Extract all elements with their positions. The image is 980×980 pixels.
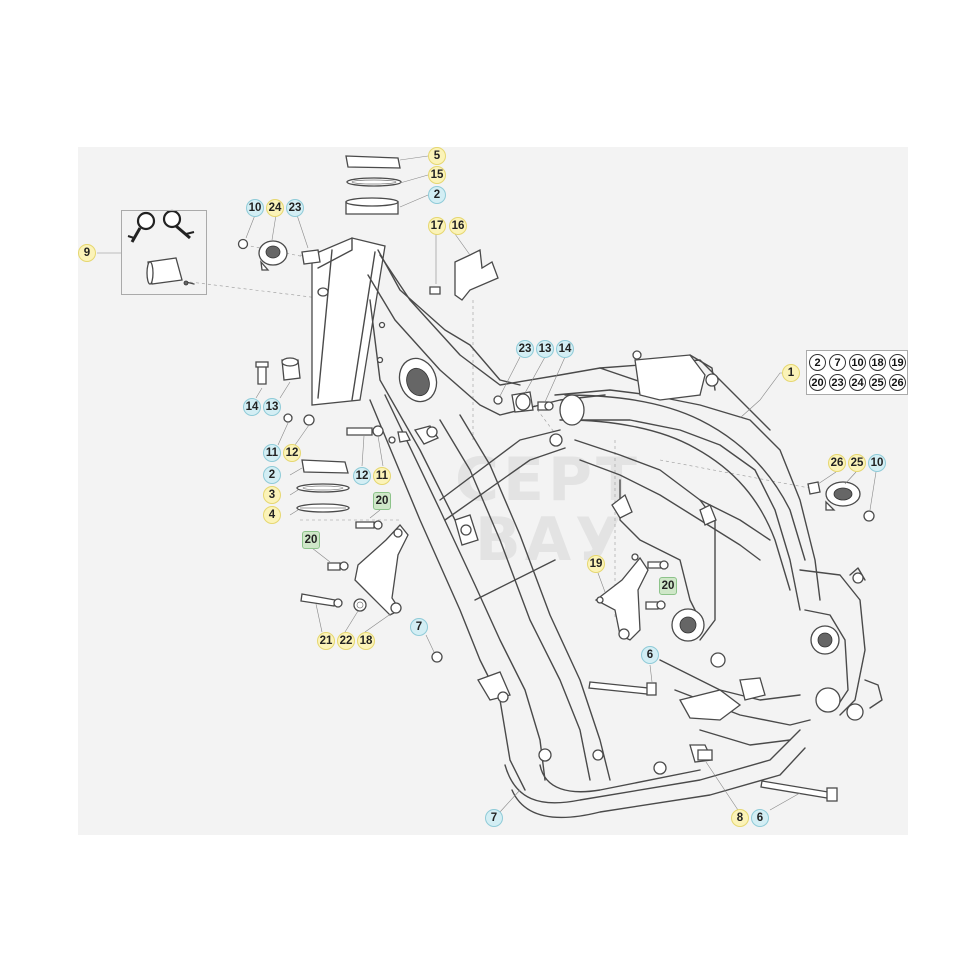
right-mount-parts [739,372,877,522]
watermark: СЕРТ ВАУ [455,445,637,575]
callout-12[interactable]: 12 [353,467,371,485]
kit-item: 24 [849,374,866,391]
kit-item: 23 [829,374,846,391]
callout-11[interactable]: 11 [373,467,391,485]
callout-20[interactable]: 20 [659,577,677,595]
callout-21[interactable]: 21 [317,632,335,650]
keys-icon [127,209,195,243]
callout-20[interactable]: 20 [302,531,320,549]
callout-1[interactable]: 1 [782,364,800,382]
callout-19[interactable]: 19 [587,555,605,573]
key-lock-box [121,210,207,295]
kit-item: 26 [889,374,906,391]
kit-item: 10 [849,354,866,371]
callout-14[interactable]: 14 [556,340,574,358]
callout-17[interactable]: 17 [428,217,446,235]
kit-item: 7 [829,354,846,371]
callout-4[interactable]: 4 [263,506,281,524]
callout-15[interactable]: 15 [428,166,446,184]
callout-2[interactable]: 2 [428,186,446,204]
long-bolts [588,664,838,811]
callout-24[interactable]: 24 [266,199,284,217]
callout-26[interactable]: 26 [828,454,846,472]
callout-10[interactable]: 10 [246,199,264,217]
left-small-parts [255,357,443,663]
main-frame [311,237,883,819]
callout-20[interactable]: 20 [373,492,391,510]
kit-item: 20 [809,374,826,391]
callout-2[interactable]: 2 [263,466,281,484]
callout-7[interactable]: 7 [410,618,428,636]
callout-18[interactable]: 18 [357,632,375,650]
callout-9[interactable]: 9 [78,244,96,262]
kit-item: 18 [869,354,886,371]
callout-14[interactable]: 14 [243,398,261,416]
upper-mount-bolts [493,356,566,413]
callout-13[interactable]: 13 [263,398,281,416]
callout-5[interactable]: 5 [428,147,446,165]
callout-10[interactable]: 10 [868,454,886,472]
lock-parts [97,209,321,286]
callout-6[interactable]: 6 [641,646,659,664]
kit-item: 25 [869,374,886,391]
callout-3[interactable]: 3 [263,486,281,504]
callout-13[interactable]: 13 [536,340,554,358]
callout-23[interactable]: 23 [516,340,534,358]
callout-22[interactable]: 22 [337,632,355,650]
callout-8[interactable]: 8 [731,809,749,827]
callout-25[interactable]: 25 [848,454,866,472]
engine-plate-19 [594,553,669,641]
steering-parts [289,155,429,516]
kit-item: 2 [809,354,826,371]
kit-item: 19 [889,354,906,371]
callout-16[interactable]: 16 [449,217,467,235]
callout-11[interactable]: 11 [263,444,281,462]
bracket-16 [429,233,499,301]
callout-12[interactable]: 12 [283,444,301,462]
callout-7[interactable]: 7 [485,809,503,827]
bottom-parts [499,749,739,813]
callout-6[interactable]: 6 [751,809,769,827]
callout-23[interactable]: 23 [286,199,304,217]
